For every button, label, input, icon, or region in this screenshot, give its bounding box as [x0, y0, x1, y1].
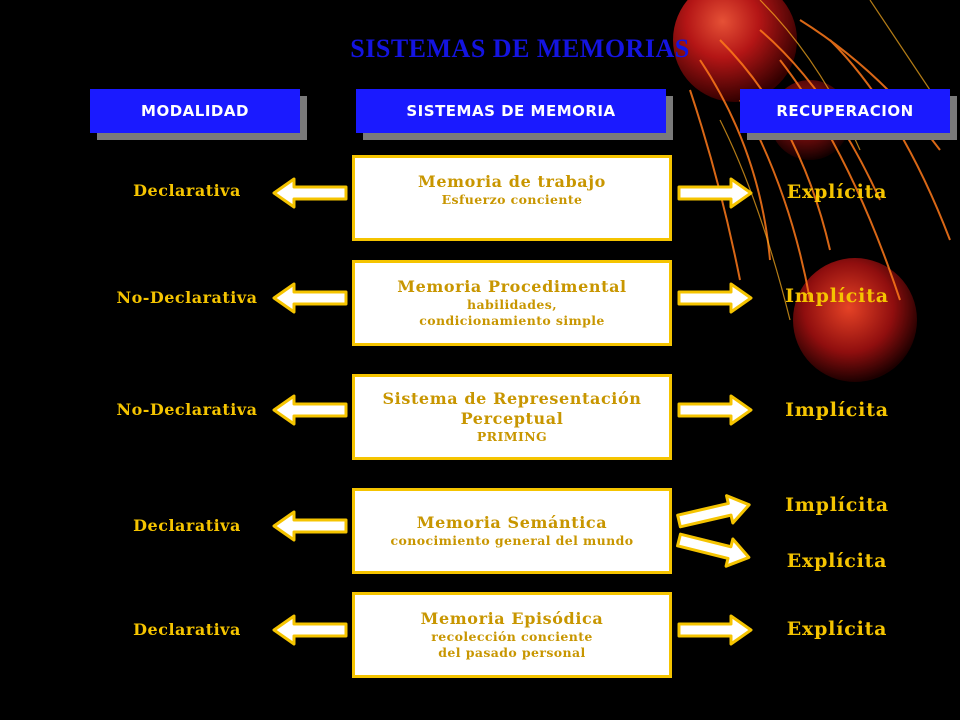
arrow-up-right-icon	[674, 489, 754, 537]
recuperacion-label: Explícita	[786, 618, 888, 640]
system-card-memoria-episodica: Memoria Episódica recolección conciente …	[352, 592, 672, 678]
header-modalidad: MODALIDAD	[90, 89, 300, 133]
arrow-right-icon	[677, 177, 753, 209]
system-name: Memoria Semántica	[416, 513, 608, 533]
system-detail: recolección conciente	[431, 629, 593, 645]
system-card-memoria-de-trabajo: Memoria de trabajo Esfuerzo conciente	[352, 155, 672, 241]
modalidad-label: No-Declarativa	[116, 288, 258, 307]
system-card-memoria-semantica: Memoria Semántica conocimiento general d…	[352, 488, 672, 574]
system-name-line2: Perceptual	[460, 409, 564, 429]
modalidad-label: Declarativa	[133, 516, 241, 535]
page-title: SISTEMAS DE MEMORIAS	[350, 34, 690, 63]
recuperacion-label: Explícita	[786, 181, 888, 203]
system-detail: conocimiento general del mundo	[390, 533, 634, 549]
system-name: Sistema de Representación	[382, 389, 642, 409]
modalidad-label: Declarativa	[133, 181, 241, 200]
arrow-down-right-icon	[674, 524, 754, 573]
system-name: Memoria Episódica	[420, 609, 604, 629]
system-detail: condicionamiento simple	[419, 313, 605, 328]
system-name: Memoria Procedimental	[397, 277, 627, 297]
arrow-right-icon	[677, 394, 753, 426]
recuperacion-label: Implícita	[785, 399, 889, 421]
system-detail: Esfuerzo conciente	[441, 192, 583, 208]
modalidad-label: No-Declarativa	[116, 400, 258, 419]
system-detail: del pasado personal	[438, 645, 586, 660]
recuperacion-label: Implícita	[785, 285, 889, 307]
system-detail: PRIMING	[476, 429, 548, 445]
modalidad-label: Declarativa	[133, 620, 241, 639]
system-card-memoria-procedimental: Memoria Procedimental habilidades, condi…	[352, 260, 672, 346]
header-sistemas-de-memoria: SISTEMAS DE MEMORIA	[356, 89, 666, 133]
system-detail: habilidades,	[467, 297, 557, 313]
system-card-sistema-de-representacion-perceptual: Sistema de Representación Perceptual PRI…	[352, 374, 672, 460]
arrow-right-icon	[677, 282, 753, 314]
arrow-right-icon	[677, 614, 753, 646]
recuperacion-label-secondary: Explícita	[786, 550, 888, 572]
recuperacion-label: Implícita	[785, 494, 889, 516]
header-recuperacion: RECUPERACION	[740, 89, 950, 133]
system-name: Memoria de trabajo	[418, 172, 606, 192]
